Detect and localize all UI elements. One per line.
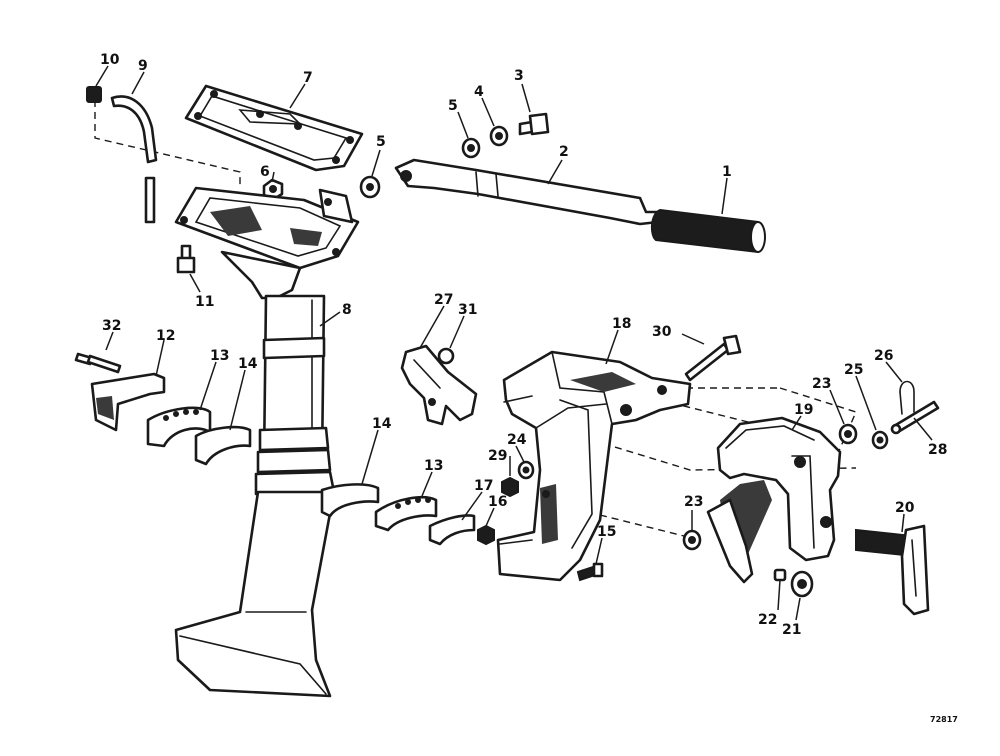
part-27-latch-plate [400,344,478,426]
part-29-nut [501,476,519,498]
callout-27: 27 [434,292,453,308]
part-26-clip [899,380,915,415]
part-19-swivel-bracket [706,416,842,584]
callout-31: 31 [458,302,477,318]
part-14-liner-right [320,483,380,518]
part-18-stern-bracket [496,350,692,582]
callout-2: 2 [559,144,569,160]
part-14-liner-left [194,425,252,466]
part-2-tiller-arm [394,158,660,226]
part-23-washer-upper [838,423,858,445]
part-16-nut [477,524,495,546]
callout-16: 16 [488,494,507,510]
part-13-bushing-right [374,496,438,532]
callout-6: 6 [260,164,270,180]
callout-13-left: 13 [210,348,229,364]
callout-28: 28 [928,442,947,458]
part-31-nut [437,347,455,365]
callout-5-lower: 5 [376,134,386,150]
part-5-washer-upper [461,137,481,159]
callout-25: 25 [844,362,863,378]
callout-22: 22 [758,612,777,628]
callout-11: 11 [195,294,214,310]
part-15-bolt [576,562,604,582]
part-24-washer [517,460,535,480]
callout-32: 32 [102,318,121,334]
part-9-tube [110,95,158,224]
part-3-bolt [518,112,550,136]
callout-26: 26 [874,348,893,364]
part-17-liner [428,514,476,546]
leader-lines [95,65,933,621]
part-10-nut [86,86,102,103]
part-1-tiller-grip [650,208,766,254]
part-5-washer-lower [359,175,381,199]
figure-code: 72817 [930,715,958,724]
callout-23-lower: 23 [684,494,703,510]
callout-23-upper: 23 [812,376,831,392]
part-28-pin [890,400,940,435]
callout-15: 15 [597,524,616,540]
callout-7: 7 [303,70,313,86]
part-23-washer-lower [682,529,702,551]
part-20-clamp-screw [855,524,930,616]
callout-3: 3 [514,68,524,84]
part-11-bolt [176,244,196,274]
callout-14-right: 14 [372,416,392,432]
callout-labels: 1 2 3 4 5 5 6 7 8 9 10 11 12 13 13 14 14… [100,52,947,638]
callout-8: 8 [342,302,352,318]
callout-18: 18 [612,316,631,332]
callout-10: 10 [100,52,120,68]
callout-21: 21 [782,622,801,638]
callout-30: 30 [652,324,672,340]
callout-13-right: 13 [424,458,443,474]
callout-29: 29 [488,448,507,464]
part-8-exhaust-housing [174,186,360,698]
callout-1: 1 [722,164,732,180]
part-25-washer [871,430,889,450]
part-32-bolt [74,352,122,374]
part-12-clamp [90,372,166,432]
part-7-cover-gasket [184,84,364,172]
callout-24: 24 [507,432,527,448]
part-4-washer [489,125,509,147]
callout-14-left: 14 [238,356,258,372]
callout-9: 9 [138,58,148,74]
part-30-long-bolt [684,334,742,382]
callout-20: 20 [895,500,915,516]
part-22-bolt [773,568,787,582]
callout-19: 19 [794,402,813,418]
callout-17: 17 [474,478,493,494]
callout-4: 4 [474,84,484,100]
callout-5-upper: 5 [448,98,458,114]
part-21-washer [790,570,814,598]
callout-12: 12 [156,328,175,344]
